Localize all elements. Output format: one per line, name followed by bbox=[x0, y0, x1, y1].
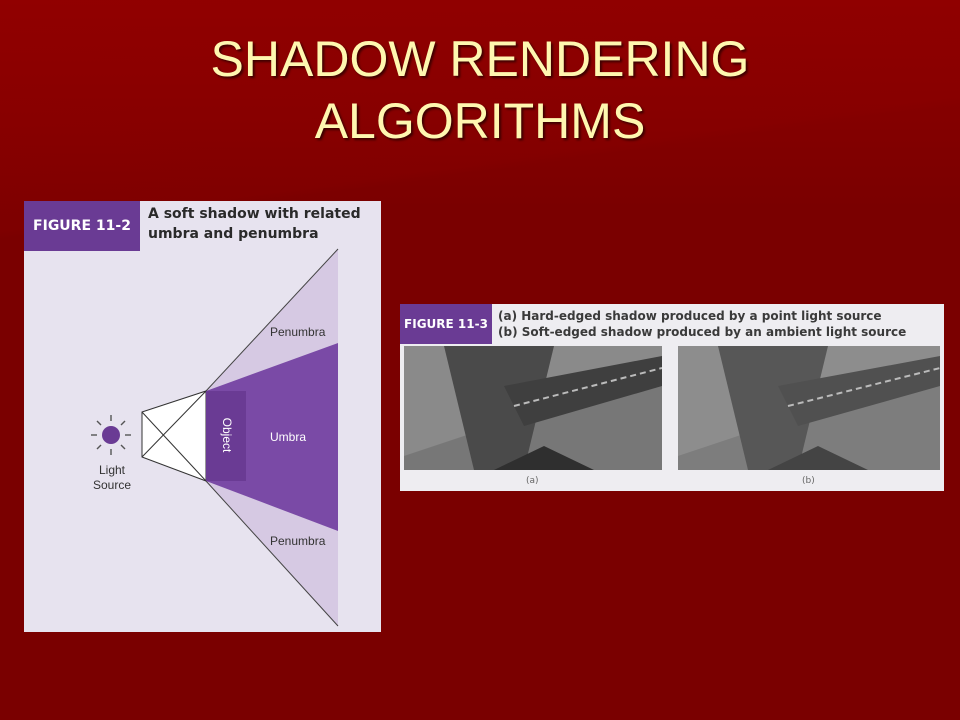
slide-title: SHADOW RENDERING ALGORITHMS bbox=[0, 28, 960, 152]
label-umbra: Umbra bbox=[270, 430, 307, 444]
label-object: Object bbox=[220, 417, 234, 453]
hard-shadow-image bbox=[404, 346, 662, 470]
figure-tag: FIGURE 11-2 bbox=[24, 201, 140, 251]
object-block bbox=[206, 391, 246, 481]
label-b: (b) bbox=[802, 476, 815, 486]
ray-line-1 bbox=[141, 411, 207, 482]
label-light-line-1: Light bbox=[98, 463, 126, 477]
label-penumbra-top: Penumbra bbox=[270, 325, 326, 339]
title-line-2: ALGORITHMS bbox=[314, 93, 646, 149]
caption-line-1: A soft shadow with related bbox=[148, 206, 361, 222]
photo-soft-shadow bbox=[678, 346, 940, 470]
figure-caption: A soft shadow with related umbra and pen… bbox=[148, 204, 378, 244]
title-line-1: SHADOW RENDERING bbox=[210, 31, 750, 87]
caption-line-2: umbra and penumbra bbox=[148, 226, 319, 242]
label-penumbra-bottom: Penumbra bbox=[270, 534, 326, 548]
figure-11-2: FIGURE 11-2 A soft shadow with related u… bbox=[24, 201, 381, 632]
umbra-region bbox=[206, 343, 338, 531]
slide-background bbox=[0, 0, 960, 210]
ray-line-2 bbox=[141, 390, 207, 458]
label-light-line-2: Source bbox=[92, 478, 132, 492]
label-light-source: Light Source bbox=[84, 463, 140, 493]
light-source-icon bbox=[91, 415, 131, 455]
soft-shadow-image bbox=[678, 346, 940, 470]
photo-hard-shadow bbox=[404, 346, 662, 470]
umbra-penumbra-diagram bbox=[91, 248, 339, 627]
label-a: (a) bbox=[526, 476, 539, 486]
caption-b: (b) Soft-edged shadow produced by an amb… bbox=[498, 325, 907, 339]
figure-tag: FIGURE 11-3 bbox=[400, 304, 492, 344]
caption-a: (a) Hard-edged shadow produced by a poin… bbox=[498, 309, 882, 323]
light-rays bbox=[141, 390, 207, 482]
figure-11-3: FIGURE 11-3 (a) Hard-edged shadow produc… bbox=[400, 304, 944, 491]
penumbra-edge-top bbox=[205, 248, 339, 392]
penumbra-edge-bottom bbox=[205, 480, 339, 627]
